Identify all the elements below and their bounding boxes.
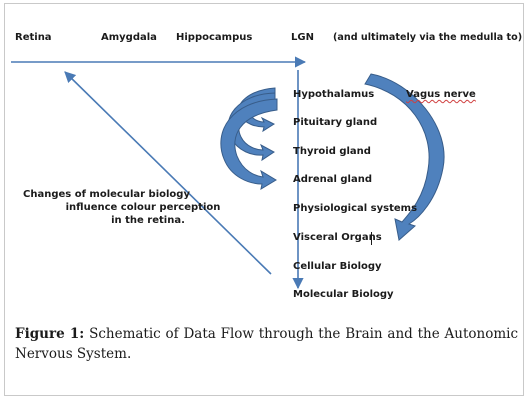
label-pituitary-gland: Pituitary gland — [293, 117, 378, 128]
label-medulla: (and ultimately via the medulla to) — [333, 32, 523, 43]
diagram-graphics — [11, 56, 445, 290]
caption-label: Figure 1: — [15, 326, 85, 342]
label-visceral-organs: Visceral Organs — [293, 232, 382, 243]
label-retina: Retina — [15, 32, 52, 43]
label-lgn: LGN — [291, 32, 314, 43]
label-adrenal-gland: Adrenal gland — [293, 174, 372, 185]
feedback-note-line-3: in the retina. — [111, 215, 185, 226]
label-thyroid-gland: Thyroid gland — [293, 146, 371, 157]
label-physiological-systems: Physiological systems — [293, 203, 418, 214]
feedback-diagonal-arrow — [64, 71, 272, 275]
label-hippocampus: Hippocampus — [176, 32, 253, 43]
figure-caption: Figure 1: Schematic of Data Flow through… — [15, 324, 518, 364]
medulla-curved-arrow — [364, 73, 445, 241]
flow-diagram: Retina Amygdala Hippocampus LGN (and ult… — [5, 4, 525, 314]
label-hypothalamus: Hypothalamus — [293, 89, 375, 100]
label-cellular-biology: Cellular Biology — [293, 261, 382, 272]
curved-arrow-adrenal — [220, 98, 278, 191]
label-molecular-biology: Molecular Biology — [293, 289, 394, 300]
feedback-note-line-1: Changes of molecular biology — [23, 189, 190, 200]
label-vagus-nerve: Vagus nerve — [406, 89, 476, 100]
label-amygdala: Amygdala — [101, 32, 157, 43]
feedback-note: Changes of molecular biology influence c… — [23, 188, 223, 227]
caption-text: Schematic of Data Flow through the Brain… — [15, 326, 519, 362]
feedback-note-line-2: influence colour perception — [65, 202, 221, 213]
figure: Retina Amygdala Hippocampus LGN (and ult… — [4, 3, 524, 396]
